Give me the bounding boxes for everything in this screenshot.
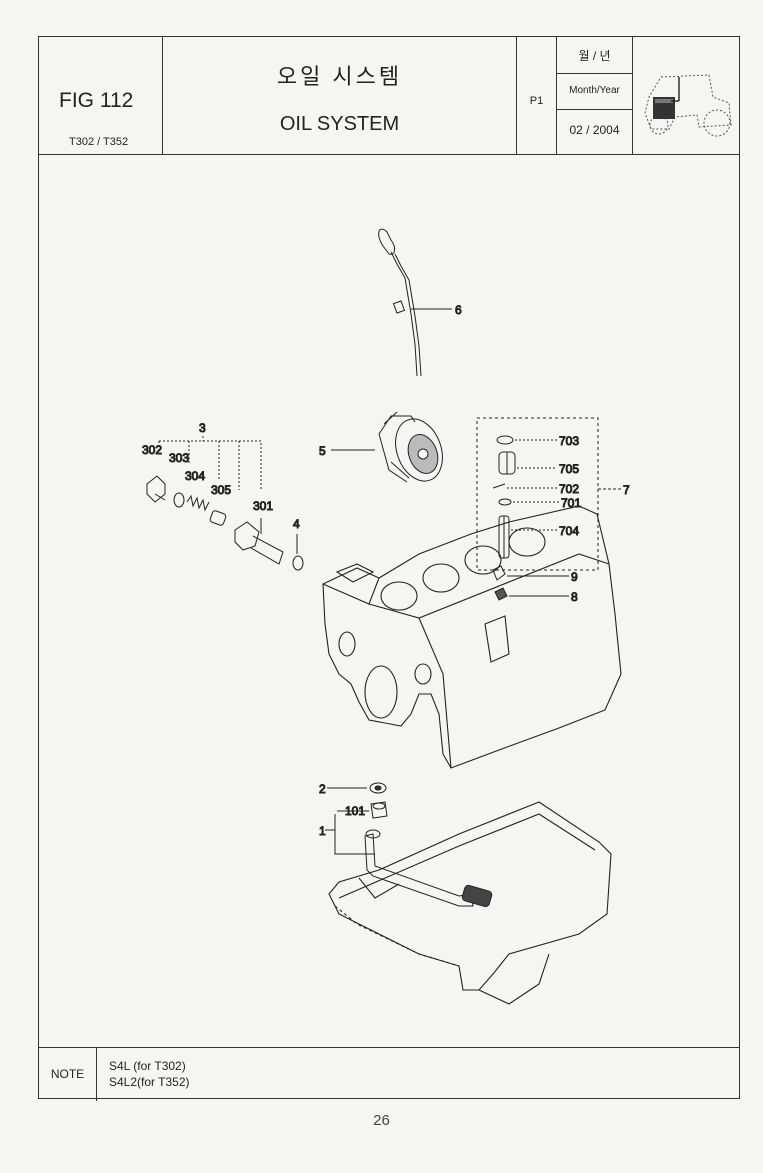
washer-303 xyxy=(173,492,185,508)
plug-302 xyxy=(146,475,166,503)
title-korean: 오일 시스템 xyxy=(276,64,403,89)
o-ring-4 xyxy=(292,555,304,571)
spring-304 xyxy=(186,494,210,512)
figure-number: FIG 112 xyxy=(59,89,134,112)
fitting-101 xyxy=(370,801,388,819)
month-year-label-korean: 월 / 년 xyxy=(578,49,611,63)
tractor-icon xyxy=(644,74,732,137)
note-line: S4L2(for T352) xyxy=(109,1075,190,1089)
callout-301: 301 xyxy=(253,499,273,513)
callout-5: 5 xyxy=(319,444,326,458)
assembly-7-box xyxy=(476,417,599,571)
callout-2: 2 xyxy=(319,782,326,796)
oil-system-diagram: 6 5 3 302 303 304 305 301 4 xyxy=(142,228,631,1005)
callout-3: 3 xyxy=(199,421,206,435)
note-lines: S4L (for T302) S4L2(for T352) xyxy=(109,1058,190,1090)
washer-2-hole xyxy=(374,785,382,791)
callout-8: 8 xyxy=(571,590,578,604)
month-year-label: Month/Year xyxy=(569,85,620,96)
page-number: 26 xyxy=(373,1112,390,1129)
divider xyxy=(557,109,632,110)
callout-704: 704 xyxy=(559,524,579,538)
washer-2 xyxy=(369,782,387,794)
shaft-704 xyxy=(498,515,510,559)
callout-305: 305 xyxy=(211,483,231,497)
callout-101: 101 xyxy=(345,804,365,818)
model-label: T302 / T352 xyxy=(69,136,129,148)
engine-block xyxy=(322,505,622,769)
callout-7: 7 xyxy=(623,483,630,497)
title-block: FIG 112 T302 / T352 오일 시스템 OIL SYSTEM P1… xyxy=(39,37,739,155)
callout-702: 702 xyxy=(559,482,579,496)
callout-4: 4 xyxy=(293,517,300,531)
date-cell: 월 / 년 Month/Year 02 / 2004 xyxy=(557,37,633,154)
title-cell: 오일 시스템 OIL SYSTEM xyxy=(163,37,517,154)
page-cell: P1 xyxy=(517,37,557,154)
tractor-cell xyxy=(633,37,739,154)
oil-pan xyxy=(328,801,612,1005)
issue-date: 02 / 2004 xyxy=(569,123,620,137)
callout-1: 1 xyxy=(319,824,326,838)
note-label: NOTE xyxy=(39,1048,97,1101)
pin-702 xyxy=(492,483,506,489)
valve-305 xyxy=(209,510,227,526)
sleeve-705 xyxy=(498,451,516,475)
divider xyxy=(557,73,632,74)
valve-body-301 xyxy=(234,518,284,565)
callout-705: 705 xyxy=(559,462,579,476)
nozzle-9 xyxy=(492,565,506,581)
oil-filter xyxy=(331,411,443,483)
ring-701 xyxy=(498,498,512,506)
plug-8 xyxy=(494,587,508,601)
figure-cell: FIG 112 T302 / T352 xyxy=(39,37,163,154)
dipstick xyxy=(378,228,452,377)
ring-703 xyxy=(496,435,514,445)
callout-302: 302 xyxy=(142,443,162,457)
note-block: NOTE S4L (for T302) S4L2(for T352) xyxy=(39,1047,739,1101)
title-english: OIL SYSTEM xyxy=(279,113,400,135)
callout-304: 304 xyxy=(185,469,205,483)
drawing-frame: FIG 112 T302 / T352 오일 시스템 OIL SYSTEM P1… xyxy=(38,36,740,1101)
callout-6: 6 xyxy=(455,303,462,317)
callout-9: 9 xyxy=(571,570,578,584)
page-indicator: P1 xyxy=(529,95,544,107)
suction-pipe xyxy=(364,829,493,908)
callout-703: 703 xyxy=(559,434,579,448)
note-line: S4L (for T302) xyxy=(109,1059,186,1073)
callout-303: 303 xyxy=(169,451,189,465)
